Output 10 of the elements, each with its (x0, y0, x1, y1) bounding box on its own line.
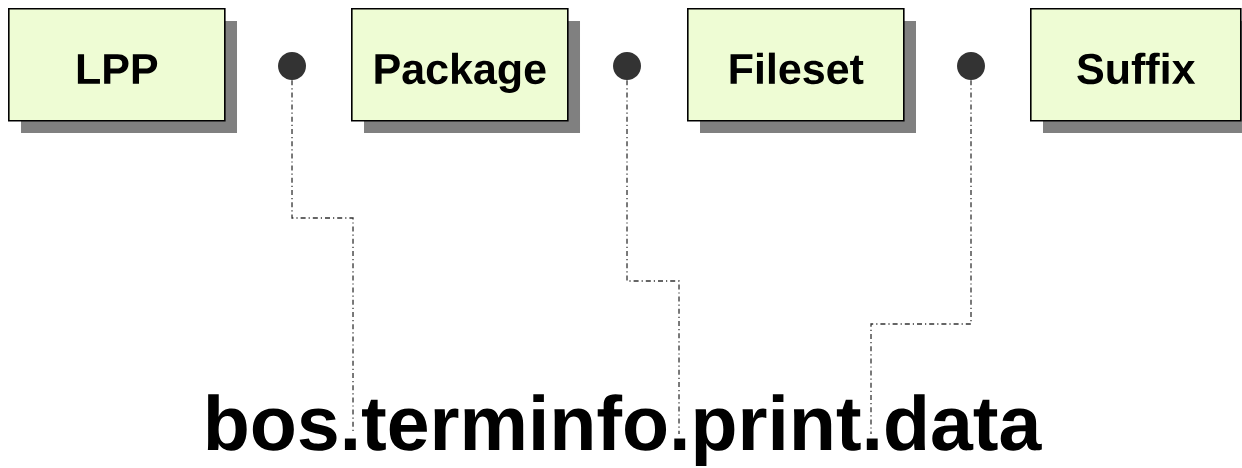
dot (278, 52, 306, 80)
name-box: Fileset (687, 8, 916, 133)
name-box: Suffix (1030, 8, 1242, 133)
dot (957, 52, 985, 80)
dot (613, 52, 641, 80)
leader-line (870, 79, 972, 435)
leader-line (626, 79, 680, 435)
fileset-name: bos.terminfo.print.data (207, 394, 1042, 466)
name-box: Package (351, 8, 580, 133)
name-box: LPP (8, 8, 237, 133)
